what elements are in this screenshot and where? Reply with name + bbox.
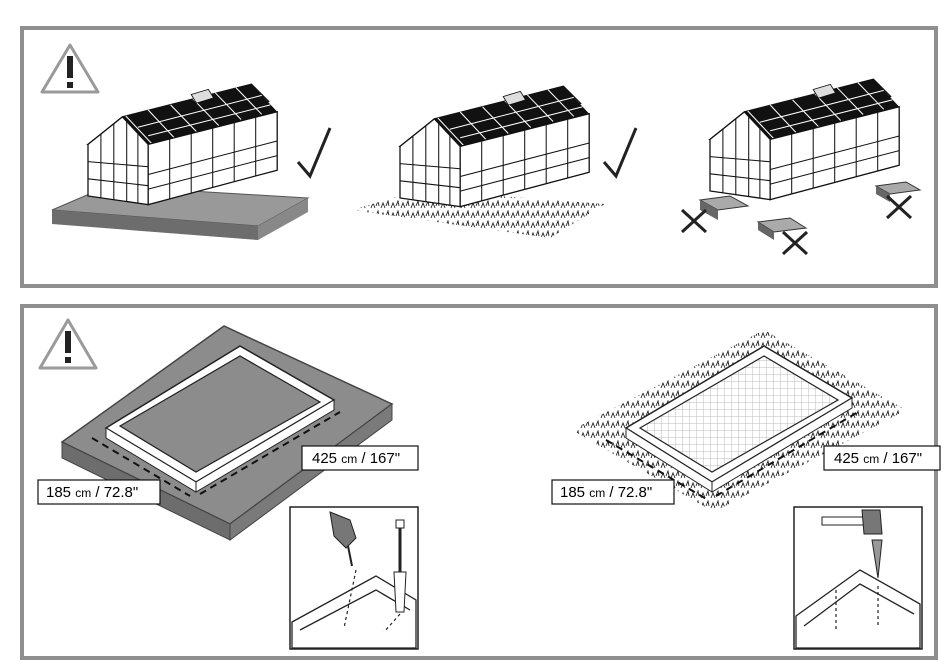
x-mark-icon [783, 232, 807, 254]
check-mark-icon [298, 128, 330, 176]
width-label: 185 cm / 72.8" [552, 480, 674, 504]
length-label: 425 cm / 167" [824, 446, 940, 470]
x-mark-icon [682, 210, 706, 232]
scene-ground-soil [352, 86, 605, 238]
panel-foundation-frame: 425 cm / 167" 185 cm / 72.8" [22, 306, 940, 658]
svg-text:185 cm / 72.8": 185 cm / 72.8" [46, 484, 138, 501]
scene-raised-blocks [700, 79, 920, 240]
x-mark-icon [887, 196, 911, 218]
scene-solid-foundation [52, 84, 308, 240]
svg-text:425 cm / 167": 425 cm / 167" [834, 450, 922, 467]
panel-greenhouse-base [22, 28, 936, 286]
warning-triangle-icon [40, 320, 96, 368]
svg-text:185 cm / 72.8": 185 cm / 72.8" [560, 484, 652, 501]
stake-detail-inset [794, 507, 922, 649]
warning-triangle-icon [42, 45, 98, 92]
bolt-detail-inset [290, 507, 418, 649]
check-mark-icon [604, 128, 636, 176]
width-label: 185 cm / 72.8" [38, 480, 160, 504]
length-label: 425 cm / 167" [302, 446, 418, 470]
svg-text:425 cm / 167": 425 cm / 167" [312, 450, 400, 467]
